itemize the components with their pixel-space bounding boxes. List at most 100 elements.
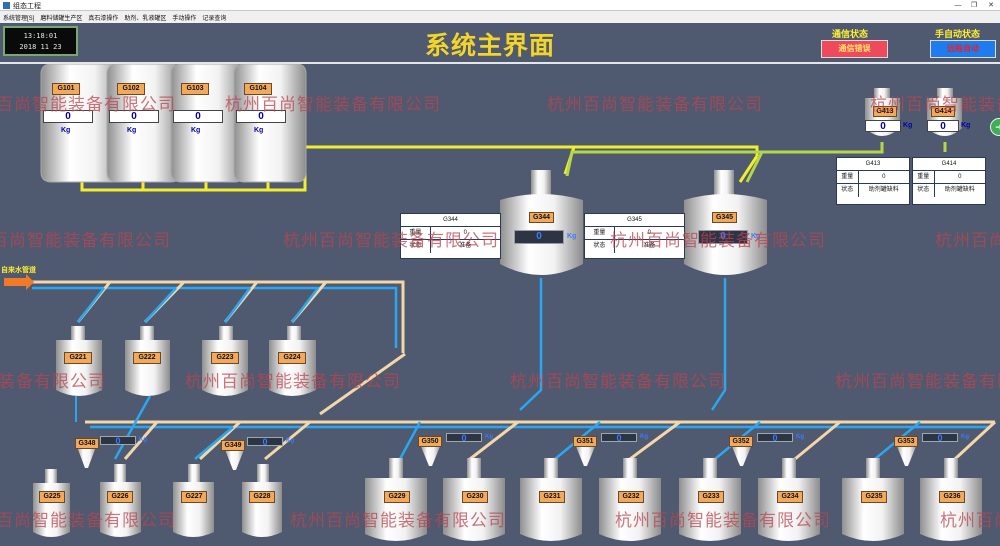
- close-button[interactable]: ✕: [988, 2, 994, 9]
- bottom-tank-g231[interactable]: G231: [539, 491, 565, 503]
- state-value: 助剂罐缺料: [944, 187, 975, 193]
- mid-tank-g221[interactable]: G221: [64, 352, 92, 364]
- hopper-g352[interactable]: G352 0 Kg: [729, 433, 811, 447]
- hopper-g349[interactable]: G349 0 Kg: [221, 437, 303, 451]
- mixer-unit: Kg: [751, 233, 761, 240]
- tank-tag: G223: [211, 352, 239, 364]
- tank-unit: Kg: [903, 122, 913, 129]
- hopper-tag: G348: [75, 438, 99, 449]
- hopper-g350[interactable]: G350 0 Kg: [418, 433, 500, 447]
- weight-label: 重量: [401, 227, 431, 239]
- silo-unit: Kg: [61, 127, 71, 134]
- state-label: 状态: [837, 184, 859, 197]
- tank-tag: G413: [873, 106, 897, 117]
- info-table-title: G413: [837, 158, 909, 171]
- silo-tag: G102: [117, 83, 145, 95]
- inflow-arrow-icon: [4, 274, 34, 290]
- menu-item-records[interactable]: 记录查询: [202, 15, 227, 22]
- bottom-tank-g233[interactable]: G233: [698, 491, 724, 503]
- tank-tag: G233: [698, 491, 724, 503]
- hopper-weight-readout: 0: [601, 433, 637, 443]
- state-label: 状态: [913, 184, 935, 197]
- bottom-tank-g227[interactable]: G227: [181, 491, 207, 503]
- tank-tag: G236: [939, 491, 965, 503]
- silo-weight-readout: 0: [236, 110, 286, 123]
- additive-tank-g414[interactable]: G414 0 Kg: [927, 98, 977, 144]
- tank-unit: Kg: [961, 122, 971, 129]
- weight-value: 0: [882, 174, 886, 180]
- menu-item-abrasive-tanks[interactable]: 磨料储罐生产区: [40, 15, 83, 22]
- bottom-tank-g232[interactable]: G232: [618, 491, 644, 503]
- silo-g103[interactable]: G103 0 Kg: [171, 64, 245, 182]
- hopper-tag: G349: [221, 440, 245, 451]
- mixer-tag: G345: [712, 212, 737, 223]
- tank-tag: G221: [64, 352, 92, 364]
- silo-unit: Kg: [127, 127, 137, 134]
- silo-unit: Kg: [254, 127, 264, 134]
- hopper-group: [76, 444, 917, 470]
- mid-tank-g224[interactable]: G224: [278, 352, 306, 364]
- hopper-g351[interactable]: G351 0 Kg: [573, 433, 655, 447]
- mixer-g345[interactable]: G345 0 Kg: [684, 200, 769, 280]
- menu-item-system[interactable]: 系统管理[S]: [3, 15, 35, 22]
- tank-tag: G231: [539, 491, 565, 503]
- bottom-tank-g234[interactable]: G234: [777, 491, 803, 503]
- menu-bar: 系统管理[S] 磨料储罐生产区 真石漆操作 助剂、乳液罐区 手动操作 记录查询: [0, 11, 1000, 23]
- tank-weight-readout: 0: [865, 120, 901, 132]
- tank-tag: G234: [777, 491, 803, 503]
- silo-g104[interactable]: G104 0 Kg: [234, 64, 308, 182]
- bottom-tank-g228[interactable]: G228: [249, 491, 275, 503]
- hopper-weight-readout: 0: [446, 433, 482, 443]
- mid-tank-g223[interactable]: G223: [211, 352, 239, 364]
- bottom-tank-group: [33, 458, 982, 541]
- menu-item-additive-emulsion[interactable]: 助剂、乳液罐区: [124, 15, 167, 22]
- bottom-tank-g226[interactable]: G226: [107, 491, 133, 503]
- silo-g102[interactable]: G102 0 Kg: [107, 64, 181, 182]
- minimize-button[interactable]: —: [954, 2, 962, 9]
- hopper-tag: G352: [729, 436, 753, 447]
- weight-value: 0: [463, 230, 467, 236]
- hopper-weight-readout: 0: [100, 436, 136, 446]
- menu-item-stone-paint[interactable]: 真石漆操作: [88, 15, 119, 22]
- weight-value: 0: [647, 230, 651, 236]
- state-value: 助剂罐缺料: [868, 187, 899, 193]
- hopper-g348[interactable]: G348 0 Kg: [75, 436, 157, 450]
- hopper-tag: G350: [418, 436, 442, 447]
- bottom-tank-g236[interactable]: G236: [939, 491, 965, 503]
- tank-tag: G228: [249, 491, 275, 503]
- state-label: 状态: [401, 240, 431, 253]
- menu-item-manual[interactable]: 手动操作: [172, 15, 197, 22]
- tank-tag: G222: [133, 352, 161, 364]
- header-band: 13:18:01 2018 11 23 系统主界面 通信状态 通信错误 手自动状…: [0, 23, 1000, 64]
- hopper-g353[interactable]: G353 0 Kg: [894, 433, 976, 447]
- silo-tag: G104: [244, 83, 272, 95]
- tank-tag: G226: [107, 491, 133, 503]
- tank-tag: G232: [618, 491, 644, 503]
- bottom-tank-g230[interactable]: G230: [462, 491, 488, 503]
- additive-tank-g413[interactable]: G413 0 Kg: [865, 98, 915, 144]
- state-label: 状态: [585, 240, 615, 253]
- window-title-bar: 组态工程 — ❐ ✕: [0, 0, 1000, 11]
- mixer-g344[interactable]: G344 0 Kg: [500, 200, 585, 280]
- bottom-tank-g225[interactable]: G225: [39, 491, 65, 503]
- mid-tank-g222[interactable]: G222: [133, 352, 161, 364]
- mixer-weight-readout: 0: [698, 230, 748, 244]
- silo-tag: G103: [181, 83, 209, 95]
- mixer-weight-readout: 0: [514, 230, 564, 244]
- mode-status-button[interactable]: 远程自动: [930, 40, 996, 58]
- bottom-tank-g235[interactable]: G235: [861, 491, 887, 503]
- hopper-tag: G351: [573, 436, 597, 447]
- green-pipe: [565, 142, 947, 183]
- restore-button[interactable]: ❐: [970, 2, 978, 9]
- silo-weight-readout: 0: [109, 110, 159, 123]
- silo-g101[interactable]: G101 0 Kg: [41, 64, 125, 182]
- weight-label: 重量: [913, 171, 935, 183]
- hopper-weight-readout: 0: [247, 437, 283, 447]
- comm-status-button[interactable]: 通信错误: [821, 40, 888, 58]
- bottom-tank-g229[interactable]: G229: [384, 491, 410, 503]
- weight-label: 重量: [585, 227, 615, 239]
- state-value: 准备: [459, 243, 472, 249]
